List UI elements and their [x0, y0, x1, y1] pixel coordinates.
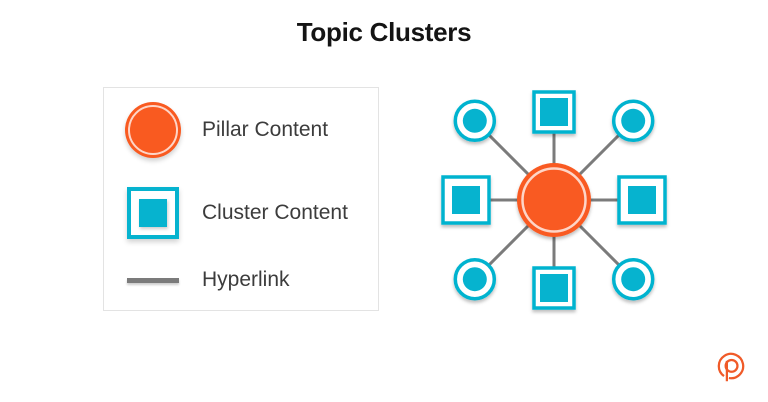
legend-box: Pillar Content Cluster Content Hyperlink [103, 87, 379, 311]
legend-row-hyperlink: Hyperlink [104, 268, 378, 292]
legend-row-cluster: Cluster Content [104, 187, 378, 239]
cluster-square-icon [127, 187, 179, 239]
p-circle-logo [717, 352, 745, 382]
page-title: Topic Clusters [296, 17, 472, 47]
hyperlink-line-icon [127, 277, 179, 283]
cluster-diagram [441, 90, 667, 310]
legend-label-cluster: Cluster Content [202, 201, 348, 224]
legend-label-hyperlink: Hyperlink [202, 268, 290, 291]
legend-label-pillar: Pillar Content [202, 118, 329, 141]
pillar-circle-icon [125, 102, 181, 158]
legend-row-pillar: Pillar Content [104, 102, 378, 158]
